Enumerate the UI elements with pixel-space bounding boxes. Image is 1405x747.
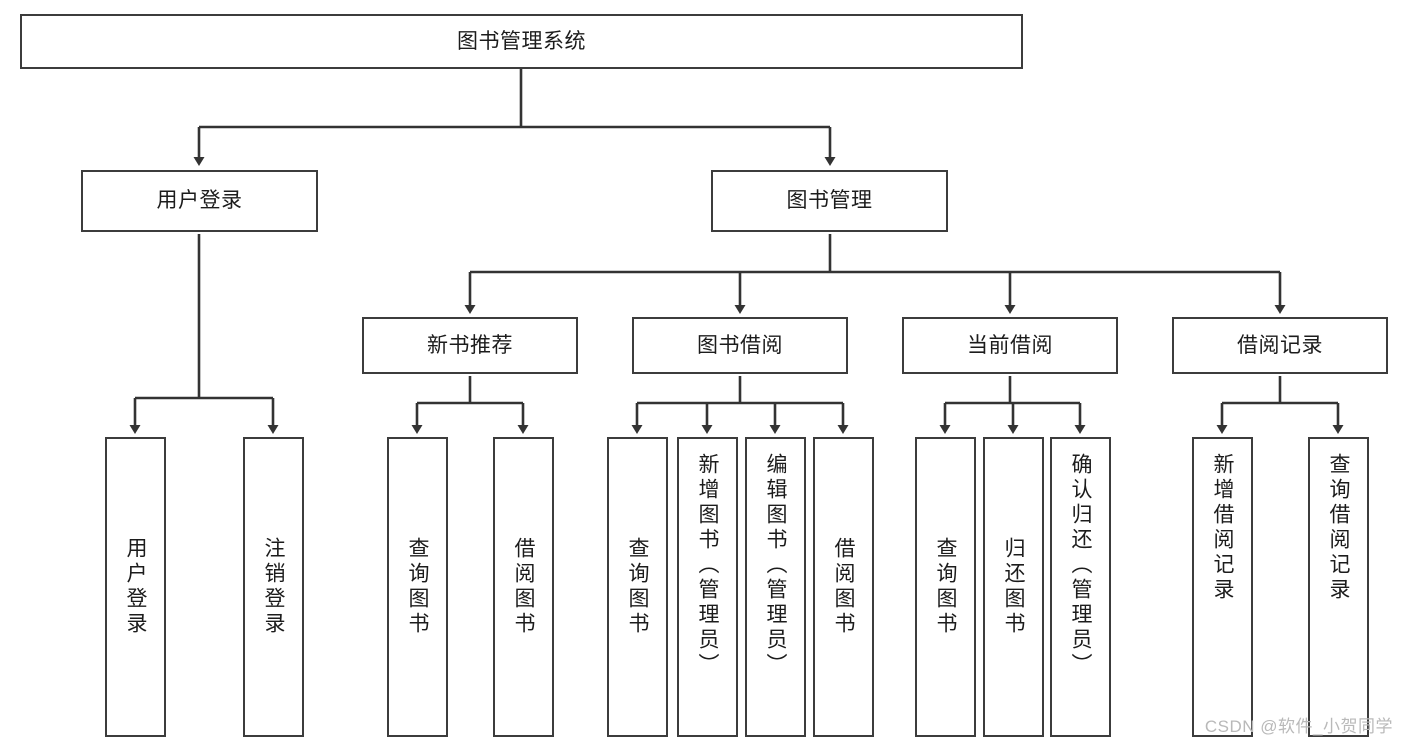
node-leaf-add-borrow-record[interactable]: 新增借阅记录 (1192, 437, 1253, 737)
node-leaf-edit-book-admin[interactable]: 编辑图书（管理员） (745, 437, 806, 737)
node-leaf-query-book-borrow[interactable]: 查询图书 (607, 437, 668, 737)
node-label: 用户登录 (156, 189, 243, 213)
node-leaf-add-book-admin[interactable]: 新增图书（管理员） (677, 437, 738, 737)
node-borrow-record[interactable]: 借阅记录 (1172, 317, 1388, 374)
node-label: 新增图书（管理员） (696, 453, 719, 678)
node-label: 新增借阅记录 (1211, 453, 1234, 603)
node-label: 新书推荐 (427, 333, 513, 357)
node-label: 编辑图书（管理员） (764, 453, 787, 678)
node-label: 查询图书 (626, 537, 649, 637)
node-label: 借阅图书 (832, 537, 855, 637)
node-leaf-query-borrow-record[interactable]: 查询借阅记录 (1308, 437, 1369, 737)
node-label: 查询借阅记录 (1327, 453, 1350, 603)
node-label: 借阅记录 (1237, 333, 1323, 357)
node-label: 确认归还（管理员） (1069, 453, 1092, 678)
node-leaf-logout[interactable]: 注销登录 (243, 437, 304, 737)
node-label: 当前借阅 (967, 333, 1053, 357)
node-label: 查询图书 (934, 537, 957, 637)
node-label: 查询图书 (406, 537, 429, 637)
node-label: 归还图书 (1002, 537, 1025, 637)
node-leaf-confirm-return-admin[interactable]: 确认归还（管理员） (1050, 437, 1111, 737)
node-leaf-return-book[interactable]: 归还图书 (983, 437, 1044, 737)
node-root-system[interactable]: 图书管理系统 (20, 14, 1023, 69)
node-label: 图书借阅 (697, 333, 783, 357)
node-label: 借阅图书 (512, 537, 535, 637)
node-leaf-user-login[interactable]: 用户登录 (105, 437, 166, 737)
node-label: 注销登录 (262, 537, 285, 637)
node-current-borrow[interactable]: 当前借阅 (902, 317, 1118, 374)
node-label: 用户登录 (124, 537, 147, 637)
node-leaf-borrow-book[interactable]: 借阅图书 (813, 437, 874, 737)
node-user-login[interactable]: 用户登录 (81, 170, 318, 232)
node-leaf-query-book-current[interactable]: 查询图书 (915, 437, 976, 737)
node-leaf-borrow-book-recommend[interactable]: 借阅图书 (493, 437, 554, 737)
node-book-borrow[interactable]: 图书借阅 (632, 317, 848, 374)
node-leaf-query-book-recommend[interactable]: 查询图书 (387, 437, 448, 737)
node-label: 图书管理 (786, 189, 873, 213)
node-label: 图书管理系统 (457, 29, 586, 53)
watermark: CSDN @软件_小贺同学 (1204, 717, 1393, 736)
node-new-book-recommend[interactable]: 新书推荐 (362, 317, 578, 374)
node-book-management[interactable]: 图书管理 (711, 170, 948, 232)
